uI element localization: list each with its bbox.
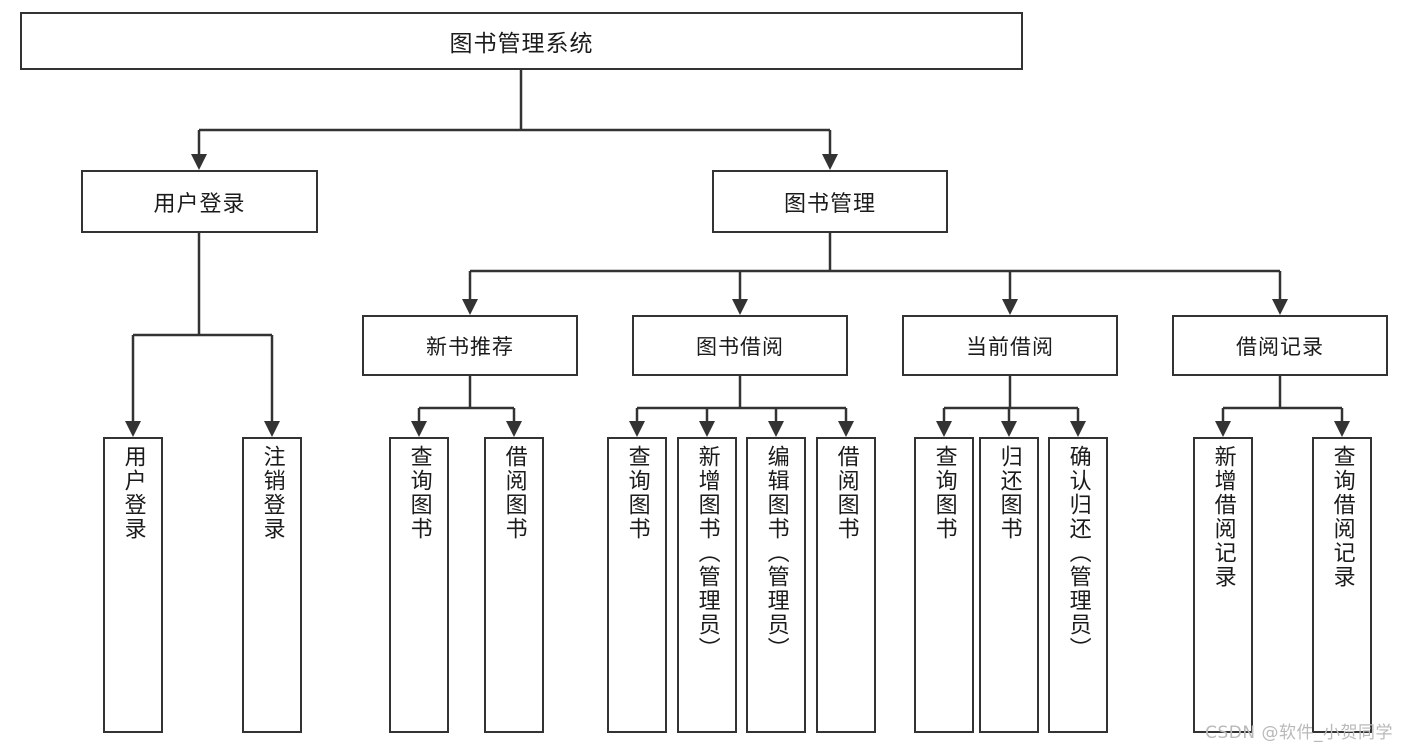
node-label: 用户登录 [153, 191, 246, 217]
node-leaf-query-borrow-record[interactable]: 查询借阅记录 [1312, 437, 1372, 733]
node-label: 借阅图书 [501, 445, 527, 541]
node-label: 借阅记录 [1236, 334, 1324, 359]
node-label: 当前借阅 [966, 334, 1054, 359]
node-book-management[interactable]: 图书管理 [712, 170, 948, 233]
node-leaf-query-book-recommend[interactable]: 查询图书 [389, 437, 449, 733]
node-label: 查询图书 [624, 445, 650, 541]
node-current-borrow[interactable]: 当前借阅 [902, 315, 1118, 376]
node-leaf-user-login[interactable]: 用户登录 [103, 437, 163, 733]
node-leaf-query-book-borrow[interactable]: 查询图书 [607, 437, 667, 733]
node-leaf-edit-book-admin[interactable]: 编辑图书（管理员） [746, 437, 806, 733]
node-label: 图书管理 [783, 191, 876, 217]
node-leaf-logout-login[interactable]: 注销登录 [242, 437, 302, 733]
node-new-book-recommend[interactable]: 新书推荐 [362, 315, 578, 376]
node-label: 查询图书 [931, 445, 957, 541]
node-leaf-query-book-current[interactable]: 查询图书 [914, 437, 974, 733]
node-label: 查询图书 [406, 445, 432, 541]
node-leaf-add-book-admin[interactable]: 新增图书（管理员） [677, 437, 737, 733]
node-borrow-record[interactable]: 借阅记录 [1172, 315, 1388, 376]
node-label: 确认归还（管理员） [1065, 445, 1091, 661]
node-label: 编辑图书（管理员） [763, 445, 789, 661]
node-leaf-borrow-book-borrow[interactable]: 借阅图书 [816, 437, 876, 733]
node-label: 新增图书（管理员） [694, 445, 720, 661]
node-label: 注销登录 [259, 445, 285, 541]
node-label: 图书管理系统 [449, 31, 594, 57]
node-root-book-management-system[interactable]: 图书管理系统 [20, 12, 1023, 70]
node-label: 用户登录 [120, 445, 146, 541]
node-leaf-add-borrow-record[interactable]: 新增借阅记录 [1193, 437, 1253, 733]
node-user-login[interactable]: 用户登录 [81, 170, 318, 233]
node-label: 新增借阅记录 [1210, 445, 1236, 589]
node-book-borrow[interactable]: 图书借阅 [632, 315, 848, 376]
node-label: 借阅图书 [833, 445, 859, 541]
node-leaf-confirm-return-admin[interactable]: 确认归还（管理员） [1048, 437, 1108, 733]
node-label: 新书推荐 [426, 334, 514, 359]
node-label: 图书借阅 [696, 334, 784, 359]
node-label: 查询借阅记录 [1329, 445, 1355, 589]
node-leaf-return-book[interactable]: 归还图书 [979, 437, 1039, 733]
node-leaf-borrow-book-recommend[interactable]: 借阅图书 [484, 437, 544, 733]
node-label: 归还图书 [996, 445, 1022, 541]
